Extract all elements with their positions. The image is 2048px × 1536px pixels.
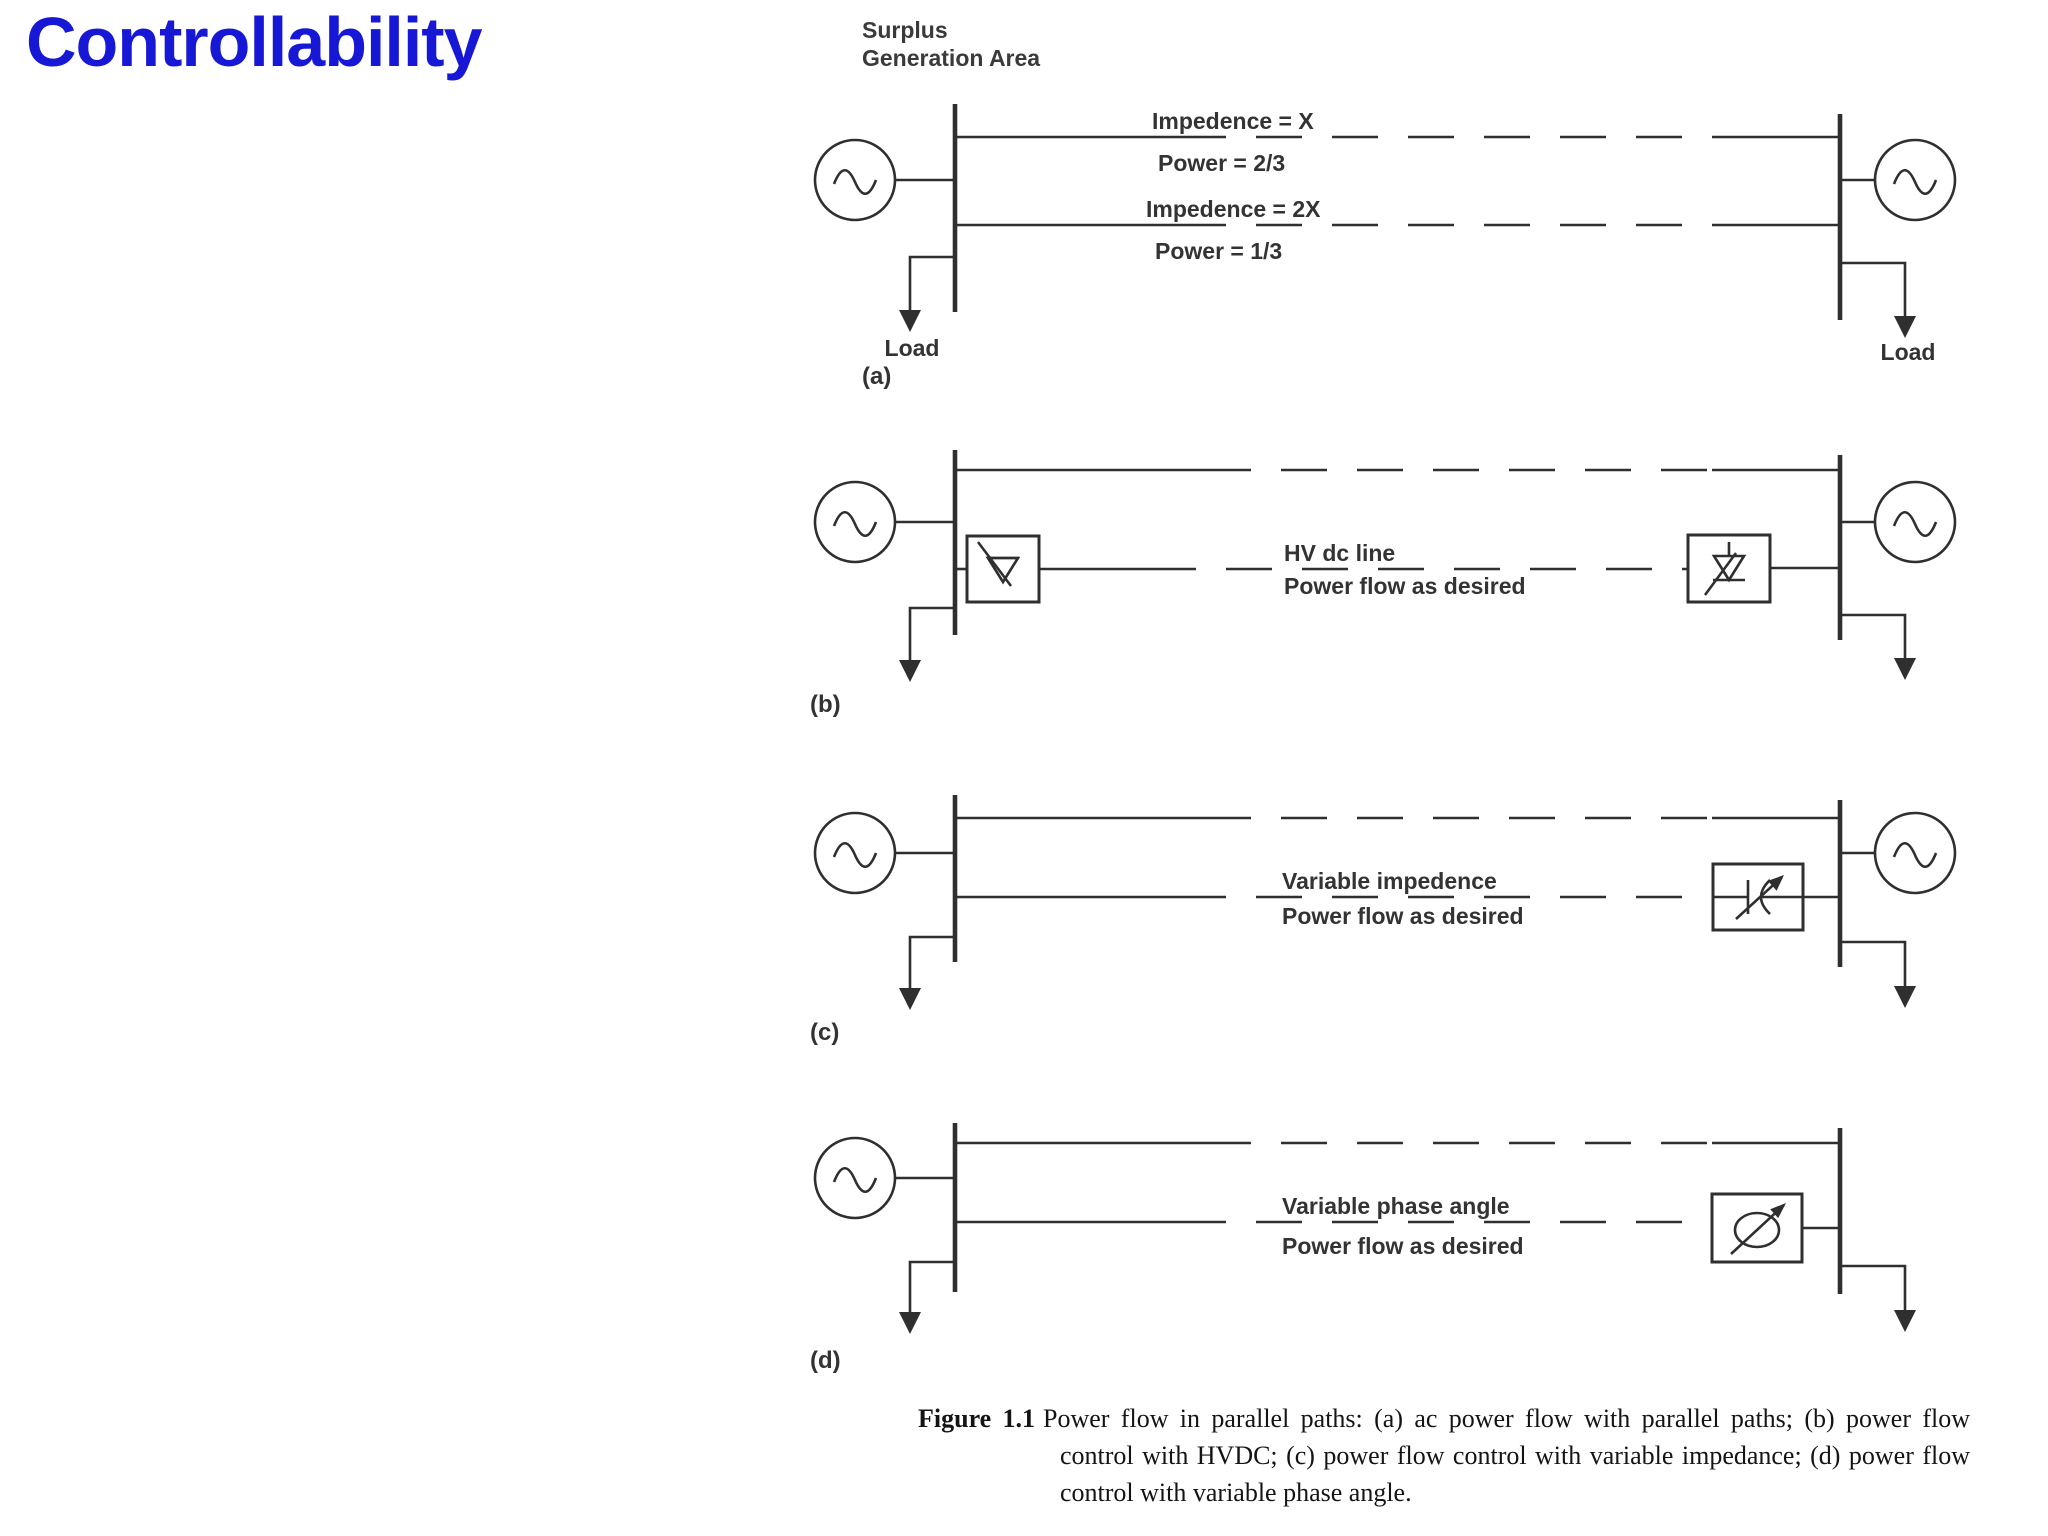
variable-impedance-icon — [1711, 862, 1805, 932]
load-arrow-icon — [1840, 261, 1916, 338]
figure-caption-label: Figure 1.1 — [918, 1404, 1036, 1433]
phase-shifter-icon — [1710, 1192, 1804, 1264]
load-arrow-icon — [1840, 940, 1916, 1008]
thyristor-converter-icon — [965, 534, 1041, 604]
figure-1-1-diagram: Surplus Generation Area Impedence = X Po… — [810, 17, 1957, 1374]
load-arrow-icon — [899, 255, 955, 332]
diagram-d: Variable phase angle Power flow as desir… — [810, 1123, 1916, 1374]
variable-impedance-sublabel: Power flow as desired — [1282, 903, 1524, 929]
load-label-left: Load — [885, 335, 940, 361]
figure-caption-text: Power flow in parallel paths: (a) ac pow… — [1043, 1404, 1970, 1507]
generator-icon — [813, 138, 897, 222]
variable-phase-angle-label: Variable phase angle — [1282, 1193, 1510, 1219]
generator-icon — [1873, 811, 1957, 895]
variable-impedance-label: Variable impedence — [1282, 868, 1497, 894]
generator-icon — [1873, 138, 1957, 222]
line2-power-label: Power = 1/3 — [1155, 238, 1282, 264]
diagram-a-tag: (a) — [862, 363, 891, 390]
hvdc-line-label: HV dc line — [1284, 540, 1395, 566]
load-arrow-icon — [1840, 613, 1916, 680]
line1-impedance-label: Impedence = X — [1152, 108, 1314, 134]
load-arrow-icon — [899, 935, 955, 1010]
load-label-right: Load — [1881, 339, 1936, 365]
surplus-area-label-line2: Generation Area — [862, 45, 1040, 71]
diagram-c: Variable impedence Power flow as desired — [810, 795, 1957, 1046]
load-arrow-icon — [899, 606, 955, 682]
thyristor-converter-icon — [1686, 533, 1772, 604]
diagram-d-tag: (d) — [810, 1347, 841, 1374]
generator-icon — [813, 1136, 897, 1220]
generator-icon — [813, 480, 897, 564]
load-arrow-icon — [899, 1260, 955, 1334]
line1-power-label: Power = 2/3 — [1158, 150, 1285, 176]
slide-title: Controllability — [26, 3, 483, 81]
generator-icon — [1873, 480, 1957, 564]
hvdc-line-sublabel: Power flow as desired — [1284, 573, 1526, 599]
load-arrow-icon — [1840, 1264, 1916, 1332]
variable-phase-angle-sublabel: Power flow as desired — [1282, 1233, 1524, 1259]
diagram-b-tag: (b) — [810, 691, 841, 718]
diagram-a: Impedence = X Power = 2/3 Impedence = 2X… — [813, 104, 1957, 390]
diagram-b: HV dc line Power flow as desired — [810, 450, 1957, 718]
generator-icon — [813, 811, 897, 895]
diagram-c-tag: (c) — [810, 1019, 839, 1046]
surplus-area-label-line1: Surplus — [862, 17, 948, 43]
line2-impedance-label: Impedence = 2X — [1146, 196, 1321, 222]
